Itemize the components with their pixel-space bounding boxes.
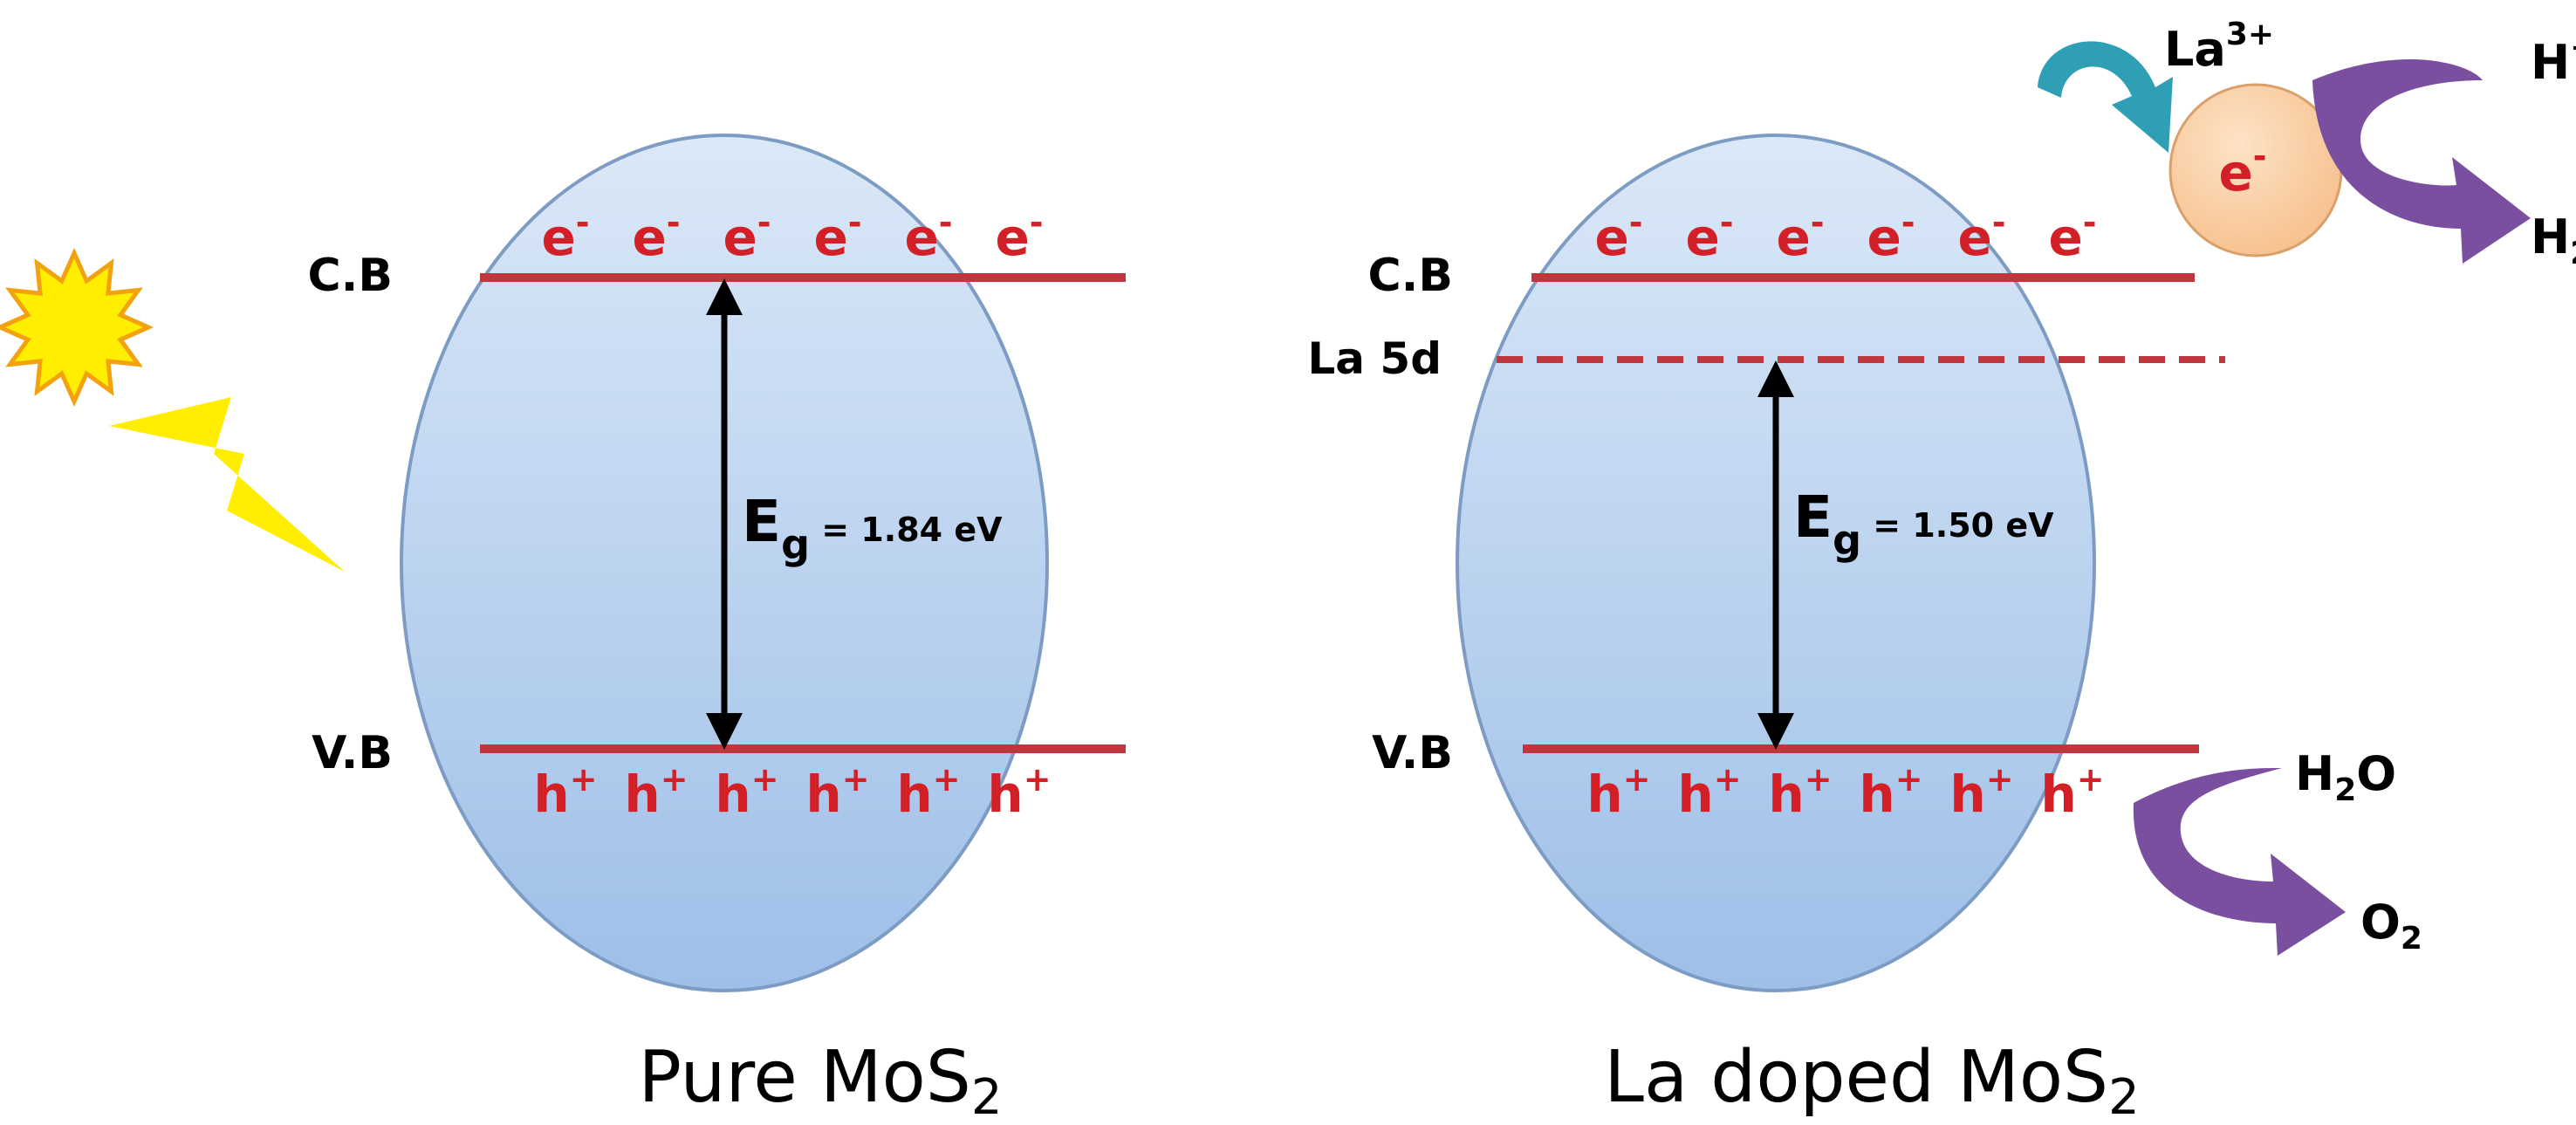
doped-caption-main: La doped MoS	[1604, 1036, 2108, 1119]
o2-symbol: O	[2360, 895, 2401, 950]
pure-gap-subscript: g	[781, 521, 810, 568]
doped-gap-value: = 1.50 eV	[1861, 506, 2054, 545]
electron: e-	[1776, 203, 1824, 267]
electron: e-	[1685, 203, 1733, 267]
la-ion-label: La3+	[2164, 17, 2274, 77]
electron: e-	[995, 203, 1043, 267]
hole: h+	[1677, 760, 1741, 824]
la-ion-charge: 3+	[2226, 17, 2274, 52]
la-ion-electron: e-	[2218, 137, 2266, 202]
pure-hole-row: h+ h+ h+ h+ h+ h+	[533, 760, 1051, 824]
hole: h+	[533, 760, 597, 824]
pure-gap-symbol: E	[742, 488, 781, 555]
hole: h+	[1859, 760, 1922, 824]
electron: e-	[1594, 203, 1642, 267]
hole: h+	[1949, 760, 2013, 824]
electron: e-	[632, 203, 680, 267]
h-plus-label: H+	[2531, 30, 2576, 90]
doped-gap-symbol: E	[1793, 484, 1833, 551]
pure-caption-main: Pure MoS	[638, 1036, 970, 1119]
pure-cb-label: C.B	[307, 250, 393, 302]
lightning-bolt-icon	[109, 397, 345, 572]
electron: e-	[723, 203, 771, 267]
sun-icon	[0, 247, 154, 408]
electron-transfer-arrow	[2038, 41, 2173, 153]
la-ion-electron-charge: -	[2253, 137, 2267, 175]
doped-cb-label: C.B	[1367, 250, 1453, 302]
hole: h+	[715, 760, 778, 824]
hydrogen-reaction-arrow	[2312, 59, 2531, 264]
pure-gap-value: = 1.84 eV	[810, 511, 1003, 549]
electron: e-	[1867, 203, 1915, 267]
hole: h+	[1768, 760, 1832, 824]
pure-vb-label: V.B	[312, 727, 393, 779]
hole: h+	[2040, 760, 2104, 824]
h2o-label: H2O	[2295, 746, 2396, 808]
doped-hole-row: h+ h+ h+ h+ h+ h+	[1586, 760, 2104, 824]
pure-mos2-panel: C.B V.B Eg = 1.84 eV e-e-e-e-e-e- h+h+h+…	[307, 134, 1126, 1125]
pure-caption-sub: 2	[971, 1069, 1003, 1121]
h2-symbol: H	[2531, 209, 2570, 264]
hole: h+	[1586, 760, 1650, 824]
hole: h+	[987, 760, 1051, 824]
doped-vb-label: V.B	[1372, 727, 1453, 779]
la-ion-electron-symbol: e	[2218, 143, 2252, 202]
la-5d-label: La 5d	[1307, 333, 1442, 384]
pure-band-gap-label: Eg = 1.84 eV	[742, 488, 1003, 568]
doped-electron-row: e-e-e-e-e-e-	[1594, 203, 2096, 267]
electron: e-	[904, 203, 952, 267]
o2-subscript: 2	[2401, 921, 2422, 957]
h2o-o: O	[2356, 746, 2396, 801]
hole: h+	[896, 760, 960, 824]
h2-label: H2	[2531, 209, 2576, 271]
pure-electron-row: e-e-e-e-e-e-	[541, 203, 1043, 267]
o2-label: O2	[2360, 895, 2422, 957]
doped-mos2-panel: C.B La 5d V.B Eg = 1.50 eV e-e-e-e-e-e- …	[1307, 17, 2576, 1125]
h2o-subscript: 2	[2334, 772, 2356, 808]
h2-subscript: 2	[2570, 236, 2576, 271]
hole: h+	[805, 760, 869, 824]
electron: e-	[2048, 203, 2096, 267]
h2o-h: H	[2295, 746, 2334, 801]
doped-gap-subscript: g	[1833, 517, 1861, 564]
electron: e-	[1957, 203, 2005, 267]
oxygen-reaction-arrow	[2133, 768, 2346, 956]
h-plus-charge: +	[2570, 30, 2576, 65]
h-plus-symbol: H	[2531, 35, 2570, 90]
doped-caption-sub: 2	[2108, 1069, 2140, 1121]
pure-caption: Pure MoS2	[638, 1036, 1002, 1121]
la-ion-symbol: La	[2164, 22, 2226, 77]
doped-band-gap-label: Eg = 1.50 eV	[1793, 484, 2054, 564]
hole: h+	[624, 760, 688, 824]
doped-caption: La doped MoS2	[1604, 1036, 2139, 1121]
electron: e-	[541, 203, 589, 267]
electron: e-	[813, 203, 861, 267]
